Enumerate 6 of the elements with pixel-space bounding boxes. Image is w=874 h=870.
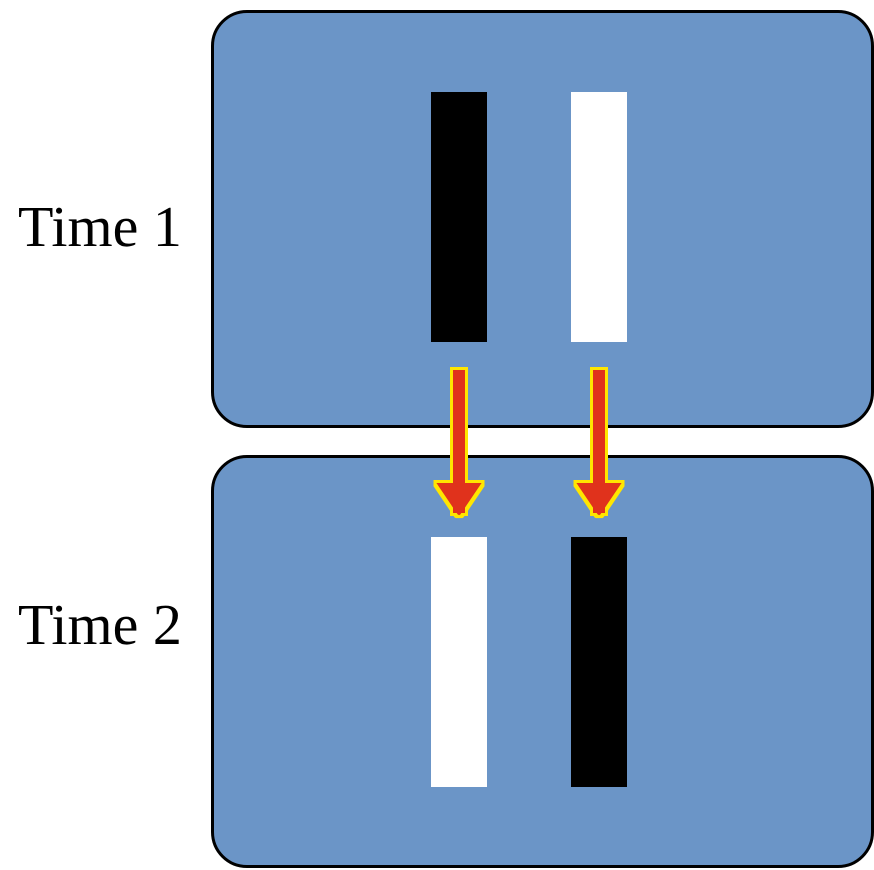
- time-label: Time 2: [18, 596, 182, 654]
- time-label: Time 1: [18, 198, 182, 256]
- bar: [571, 537, 627, 787]
- bar: [431, 537, 487, 787]
- bar: [571, 92, 627, 342]
- bar: [431, 92, 487, 342]
